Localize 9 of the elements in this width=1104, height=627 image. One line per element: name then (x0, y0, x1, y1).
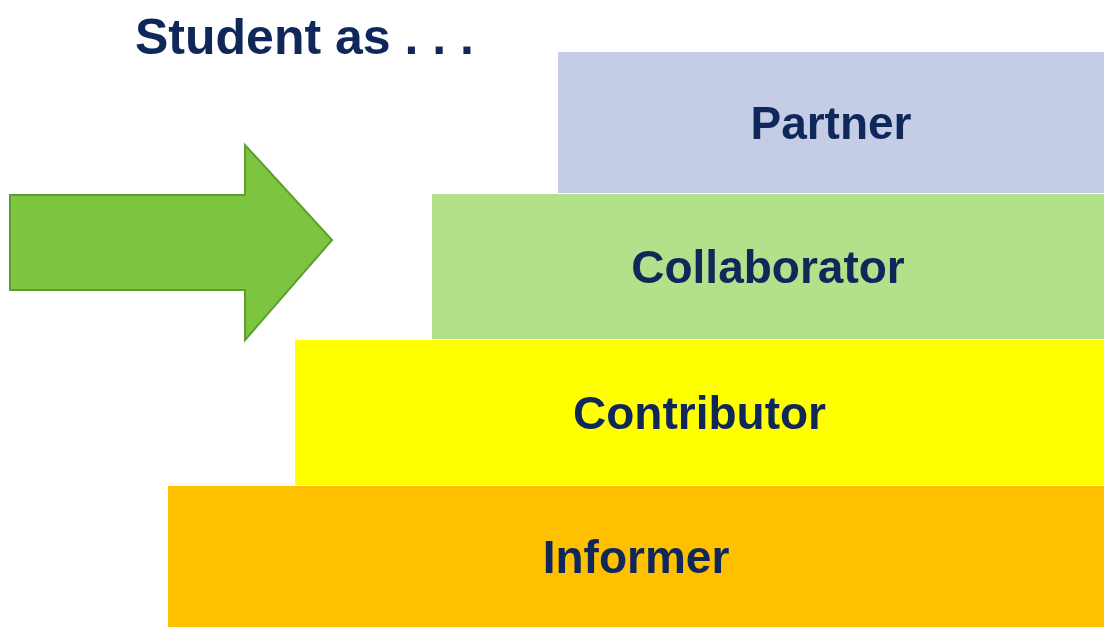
step-label: Collaborator (631, 239, 905, 294)
title: Student as . . . (135, 8, 474, 66)
step-band (168, 486, 1104, 627)
step-band (295, 340, 1104, 485)
step-band (558, 52, 1104, 193)
step-band (432, 194, 1104, 339)
step-label: Informer (542, 529, 730, 584)
step-label: Contributor (573, 385, 826, 440)
step-label: Partner (750, 95, 912, 150)
